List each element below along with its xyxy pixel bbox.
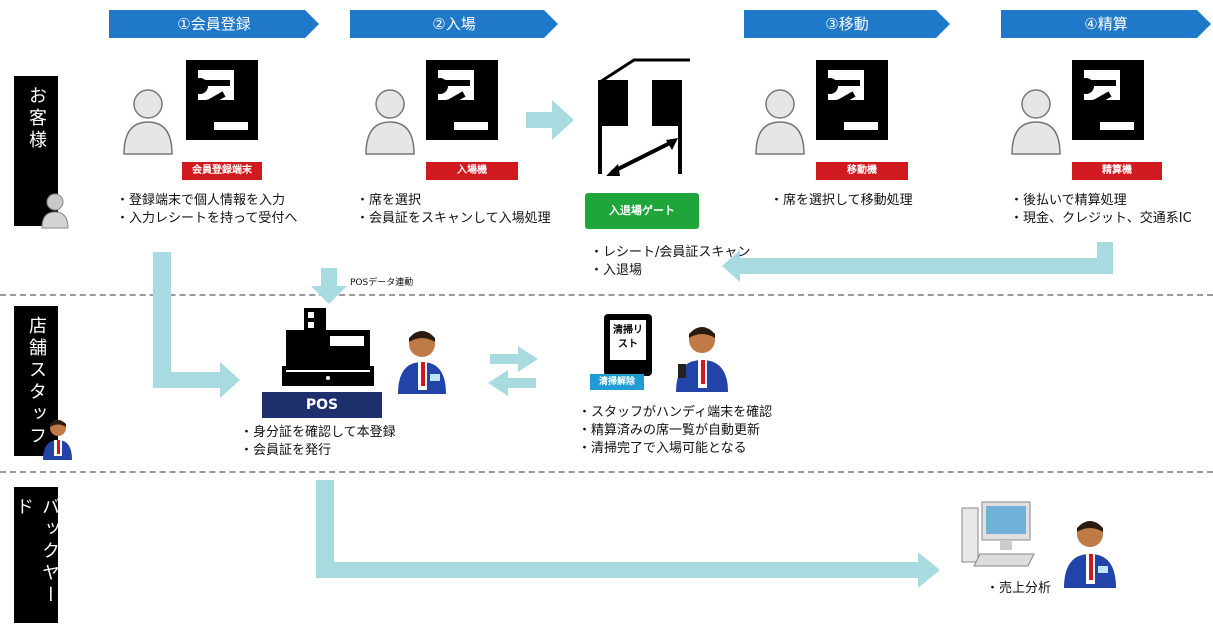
- register-terminal-tag: 会員登録端末: [182, 162, 262, 180]
- register-terminal-icon: [123, 60, 258, 155]
- entry-terminal-icon: [365, 60, 498, 155]
- handheld-screen-text: 清掃リスト: [610, 320, 646, 360]
- entry-terminal-tag: 入場機: [426, 162, 518, 180]
- settle-terminal-tag: 精算機: [1072, 162, 1162, 180]
- staff-note-3: ・清掃完了で入場可能となる: [578, 441, 747, 456]
- register-notes: ・登録端末で個人情報を入力 ・入力レシートを持って受付へ: [116, 192, 297, 228]
- gate-note-2: ・入退場: [590, 263, 643, 278]
- settle-note-1: ・後払いで精算処理: [1010, 193, 1127, 208]
- pos-register-icon: [282, 308, 374, 386]
- entry-note-1: ・席を選択: [356, 193, 422, 208]
- backyard-notes: ・売上分析: [986, 580, 1051, 598]
- move-note-1: ・席を選択して移動処理: [770, 193, 913, 208]
- staff-note-2: ・精算済みの席一覧が自動更新: [578, 423, 761, 438]
- pos-label: POS: [262, 392, 382, 418]
- move-terminal-tag: 移動機: [816, 162, 908, 180]
- pos-notes: ・身分証を確認して本登録 ・会員証を発行: [240, 424, 396, 460]
- register-note-2: ・入力レシートを持って受付へ: [116, 211, 298, 226]
- register-note-1: ・登録端末で個人情報を入力: [116, 193, 286, 208]
- lane-divider-1: [0, 294, 1213, 296]
- step-4-settlement: ④精算: [1001, 10, 1211, 38]
- settle-notes: ・後払いで精算処理 ・現金、クレジット、交通系IC: [1010, 192, 1192, 228]
- move-terminal-icon: [755, 60, 888, 155]
- customer-avatar-icon: [41, 193, 69, 229]
- backyard-note-1: ・売上分析: [986, 581, 1052, 596]
- pos-note-2: ・会員証を発行: [240, 443, 332, 458]
- desktop-pc-icon: [961, 501, 1035, 567]
- handheld-staff-icon: [676, 327, 728, 392]
- handheld-terminal-icon: 清掃リスト: [604, 314, 652, 376]
- step-2-entry: ②入場: [350, 10, 558, 38]
- settle-terminal-icon: [1011, 60, 1144, 155]
- pos-note-1: ・身分証を確認して本登録: [240, 425, 396, 440]
- staff-note-1: ・スタッフがハンディ端末を確認: [578, 405, 773, 420]
- cleaning-release-tag: 清掃解除: [590, 374, 644, 390]
- pos-staff-icon: [398, 331, 446, 394]
- move-notes: ・席を選択して移動処理: [770, 192, 913, 210]
- gate-notes: ・レシート/会員証スキャン ・入退場: [590, 244, 750, 280]
- pos-link-label: POSデータ連動: [350, 278, 414, 288]
- entry-gate-icon: [598, 58, 690, 176]
- entry-note-2: ・会員証をスキャンして入場処理: [356, 211, 551, 226]
- step-3-move: ③移動: [744, 10, 950, 38]
- backyard-staff-icon: [1064, 521, 1116, 588]
- lane-backyard: バックヤード: [13, 487, 60, 623]
- settle-note-2: ・現金、クレジット、交通系IC: [1010, 211, 1192, 226]
- staff-notes: ・スタッフがハンディ端末を確認 ・精算済みの席一覧が自動更新 ・清掃完了で入場可…: [578, 404, 772, 458]
- entry-gate-label: 入退場ゲート: [585, 193, 699, 229]
- step-1-member-registration: ①会員登録: [109, 10, 319, 38]
- lane-divider-2: [0, 471, 1213, 473]
- gate-note-1: ・レシート/会員証スキャン: [590, 245, 751, 260]
- staff-avatar-icon: [43, 420, 72, 460]
- entry-notes: ・席を選択 ・会員証をスキャンして入場処理: [356, 192, 551, 228]
